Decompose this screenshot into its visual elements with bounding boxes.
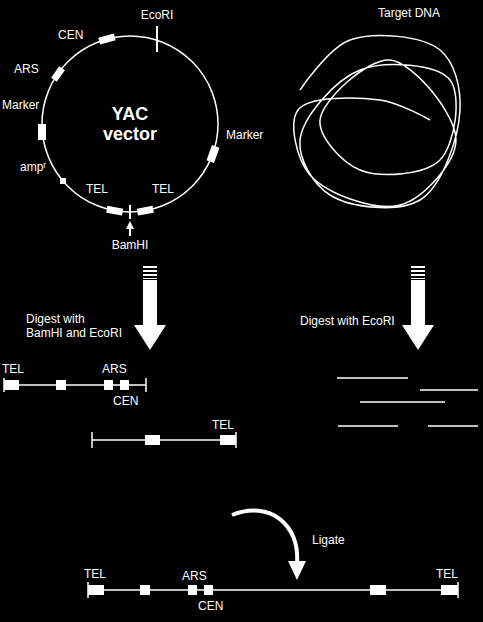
- arrow-tops: [150, 266, 418, 279]
- part-label: CEN: [113, 394, 138, 408]
- part-label: TEL: [212, 418, 234, 432]
- part-label: ARS: [182, 569, 207, 583]
- vector-arm-1: [4, 378, 146, 392]
- ligate-arrow: [232, 511, 297, 563]
- ligate-arrowhead: [288, 561, 306, 580]
- part-label: Digest with EcoRI: [300, 314, 395, 328]
- part-label: EcoRI: [141, 8, 174, 22]
- plasmid-circle: YAC vector: [42, 36, 218, 212]
- part-label: TEL: [436, 567, 458, 581]
- target-dna: [294, 36, 460, 208]
- vector-title: YAC vector: [95, 104, 165, 144]
- part-label: BamHI: [112, 238, 149, 252]
- vector-arm-2: [92, 432, 236, 448]
- part-label: CEN: [198, 599, 223, 613]
- part-label: TEL: [86, 182, 108, 196]
- part-label: CEN: [58, 28, 83, 42]
- part-label: Ligate: [312, 533, 345, 547]
- part-label: Digest with BamHI and EcoRI: [26, 312, 138, 340]
- arm-2-markers: [145, 435, 236, 445]
- part-label: Marker: [226, 128, 263, 142]
- dna-fragments: [337, 378, 478, 426]
- dna-strand: [294, 36, 460, 208]
- vector-markers: [38, 34, 219, 216]
- yac-construct: [88, 582, 458, 598]
- part-label: TEL: [2, 362, 24, 376]
- part-label: Target DNA: [378, 6, 440, 20]
- bamhi-arrowhead: [126, 221, 134, 229]
- construct-markers: [88, 585, 458, 595]
- part-label: TEL: [152, 182, 174, 196]
- arm-1-markers: [4, 380, 129, 390]
- part-label: TEL: [84, 567, 106, 581]
- part-label: ARS: [102, 362, 127, 376]
- part-label: Marker: [2, 98, 39, 112]
- digest-arrows: [134, 280, 434, 350]
- part-label: ARS: [14, 62, 39, 76]
- part-label: ampʳ: [20, 160, 46, 174]
